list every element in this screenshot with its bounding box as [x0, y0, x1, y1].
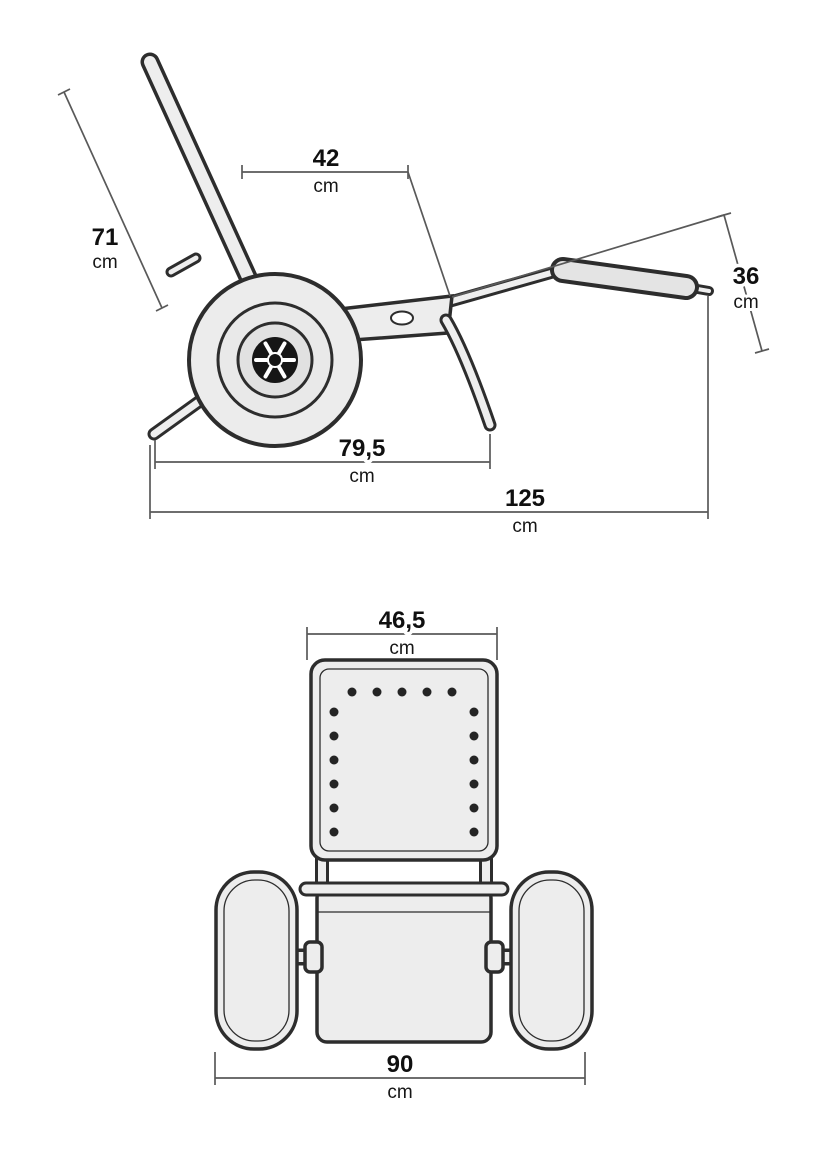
hub-cap [267, 352, 283, 368]
dim-value: 36 [733, 263, 760, 290]
dim-seat-depth: 42 cm [241, 142, 451, 297]
dimensions-front: 46,5 cm 90 cm [214, 604, 586, 1106]
right-wheel [509, 870, 594, 1051]
backrest-panel [309, 658, 499, 862]
dim-unit: cm [389, 638, 414, 659]
dim-value: 90 [387, 1051, 414, 1078]
wheel [187, 272, 363, 448]
dim-unit: cm [733, 292, 758, 313]
dim-unit: cm [313, 176, 338, 197]
dim-unit: cm [349, 466, 374, 487]
dimensions-side: 71 cm 42 cm 36 cm [57, 88, 770, 540]
dim-handle-height: 36 cm [451, 212, 770, 354]
dim-base-length: 79,5 cm [154, 432, 491, 490]
dim-unit: cm [387, 1082, 412, 1103]
side-view: 71 cm 42 cm 36 cm [57, 62, 770, 540]
dim-total-length: 125 cm [149, 296, 709, 540]
dim-seat-width: 46,5 cm [306, 604, 498, 662]
dim-value: 79,5 [339, 435, 386, 462]
hub-spokes [254, 341, 296, 379]
handle-grip [563, 270, 686, 287]
dim-total-width: 90 cm [214, 1048, 586, 1106]
axle-brackets [303, 940, 505, 974]
seat-panel [315, 886, 493, 1044]
dim-backrest-length: 71 cm [57, 88, 169, 312]
dim-value: 125 [505, 485, 545, 512]
dim-unit: cm [92, 252, 117, 273]
front-leg-tube [446, 320, 490, 425]
bracket-slot [390, 310, 414, 326]
backrest-rivets [329, 687, 479, 837]
dim-value: 42 [313, 145, 340, 172]
dim-value: 46,5 [379, 607, 426, 634]
left-wheel [214, 870, 299, 1051]
backrest-knob [171, 258, 196, 272]
dim-value: 71 [92, 224, 119, 251]
front-view: 46,5 cm 90 cm [214, 604, 594, 1106]
dim-unit: cm [512, 516, 537, 537]
